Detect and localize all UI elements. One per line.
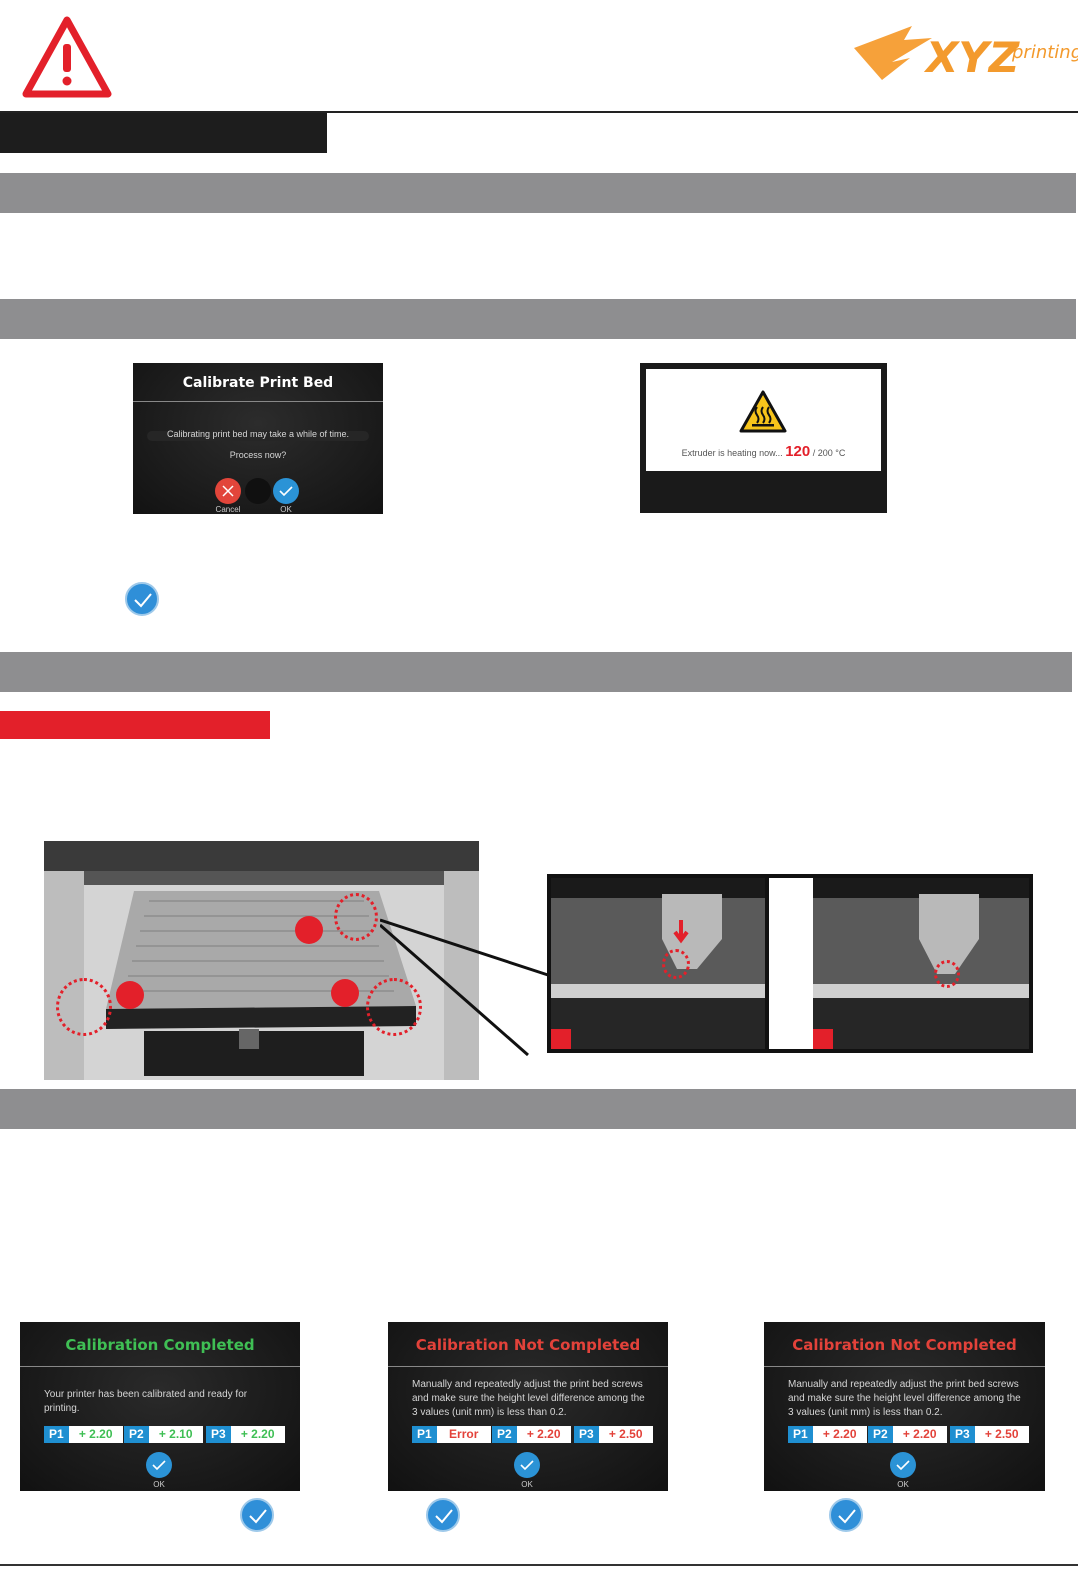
dialog-title: Calibrate Print Bed (182, 375, 334, 391)
screw-highlight-1 (334, 893, 378, 941)
label-square-1 (551, 1029, 571, 1049)
point-marker-2 (116, 981, 144, 1009)
heating-screen: Extruder is heating now... 120 / 200 °C (640, 363, 887, 513)
p2-value: P2+ 2.20 (492, 1426, 571, 1443)
section-band-2 (0, 299, 1076, 339)
dialog-line1: Calibrating print bed may take a while o… (166, 429, 350, 439)
p3-value: P3+ 2.50 (950, 1426, 1029, 1443)
heating-message: Extruder is heating now... (681, 448, 783, 458)
ok-label: OK (280, 505, 292, 514)
callout-lines (380, 918, 549, 1057)
result-completed-screen: Calibration Completed Your printer has b… (20, 1322, 300, 1491)
check-icon (829, 1498, 863, 1532)
result-message: Manually and repeatedly adjust the print… (412, 1379, 645, 1418)
screw-highlight-3 (366, 978, 422, 1036)
screw-highlight-2 (56, 978, 112, 1036)
ok-button[interactable] (146, 1452, 172, 1478)
ok-button[interactable] (890, 1452, 916, 1478)
warning-triangle-icon (22, 14, 112, 100)
hot-surface-icon (738, 389, 788, 435)
ok-button[interactable] (514, 1452, 540, 1478)
check-icon (240, 1498, 274, 1532)
p2-value: P2+ 2.20 (868, 1426, 947, 1443)
heating-text: Extruder is heating now... 120 / 200 °C (640, 443, 887, 460)
current-temp: 120 (785, 443, 811, 460)
nozzle-gap-highlight-2 (934, 960, 960, 988)
result-title: Calibration Not Completed (792, 1336, 1017, 1354)
point-marker-3 (331, 979, 359, 1007)
section-band-1 (0, 173, 1076, 213)
p2-value: P2+ 2.10 (124, 1426, 203, 1443)
footer-rule (0, 1564, 1078, 1566)
cancel-label: Cancel (215, 505, 241, 514)
result-not-completed-screen-2: Calibration Not Completed Manually and r… (764, 1322, 1045, 1491)
header-rule (0, 111, 1078, 113)
logo-text-printing: printing (1011, 42, 1078, 63)
logo-text-xyz: XYZ (923, 33, 1021, 82)
target-temp: / 200 °C (812, 448, 846, 458)
ok-label: OK (897, 1480, 909, 1489)
ok-label: OK (521, 1480, 533, 1489)
check-icon (426, 1498, 460, 1532)
section-band-4 (0, 1089, 1076, 1129)
p1-value: P1+ 2.20 (788, 1426, 867, 1443)
result-not-completed-screen-1: Calibration Not Completed Manually and r… (388, 1322, 668, 1491)
red-label-tab (0, 711, 270, 739)
result-message: Manually and repeatedly adjust the print… (788, 1379, 1021, 1418)
ok-button[interactable] (273, 478, 299, 504)
title-tab (0, 113, 327, 153)
calibrate-dialog-screen: Calibrate Print Bed Calibrating print be… (133, 363, 383, 514)
point-marker-1 (295, 916, 323, 944)
nozzle-gap-highlight-1 (662, 949, 690, 979)
label-square-2 (813, 1029, 833, 1049)
print-bed-photo (44, 841, 479, 1080)
check-icon (125, 582, 159, 616)
p3-value: P3+ 2.50 (574, 1426, 653, 1443)
xyzprinting-logo: XYZ printing (852, 18, 1078, 88)
section-band-3 (0, 652, 1072, 692)
result-title: Calibration Completed (65, 1336, 255, 1354)
p1-value: P1+ 2.20 (44, 1426, 123, 1443)
spacer-dot (245, 478, 271, 504)
dialog-line2: Process now? (229, 450, 287, 460)
p3-value: P3+ 2.20 (206, 1426, 285, 1443)
cancel-button[interactable] (215, 478, 241, 504)
result-title: Calibration Not Completed (415, 1336, 641, 1354)
ok-label: OK (153, 1480, 165, 1489)
nozzle-closeup-photo (547, 874, 1033, 1053)
result-message: Your printer has been calibrated and rea… (44, 1389, 248, 1414)
